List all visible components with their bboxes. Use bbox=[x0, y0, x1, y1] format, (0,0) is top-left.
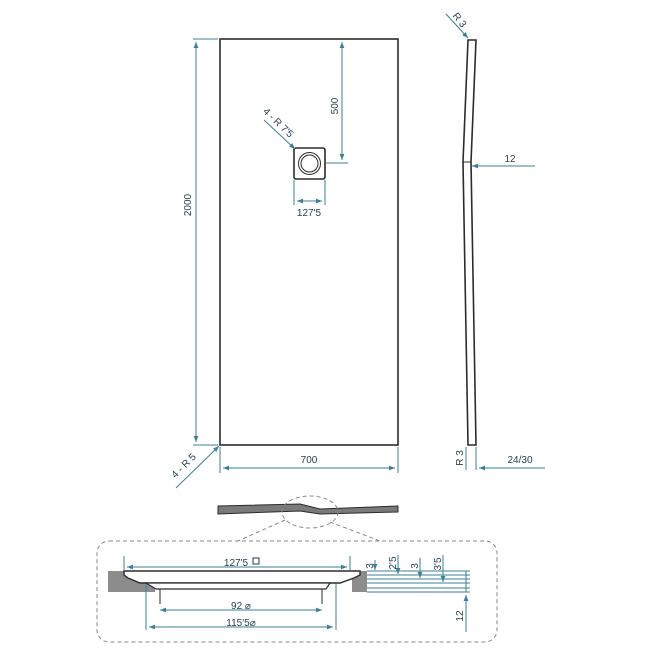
dim-inner-diameter: 92 ⌀ bbox=[160, 601, 322, 613]
dim-bottom-radius: R 3 bbox=[455, 447, 467, 470]
step4-label: 3'5 bbox=[433, 557, 444, 570]
detail-callout-circle bbox=[281, 495, 339, 529]
inner-diameter-label: 92 ⌀ bbox=[231, 601, 251, 612]
detail-view: 127'5 3 2'5 3 3'5 bbox=[96, 540, 498, 643]
drain-grate-circle bbox=[300, 154, 319, 173]
side-profile bbox=[462, 39, 477, 446]
dim-step-1: 3 bbox=[365, 560, 378, 570]
dim-step-2: 2'5 bbox=[388, 555, 401, 574]
drain-offset-label: 500 bbox=[330, 97, 341, 114]
detail-reference-lines bbox=[367, 570, 470, 593]
drain bbox=[293, 147, 326, 180]
bottom-radius-label: R 3 bbox=[455, 450, 466, 466]
top-radius-label: R 3 bbox=[450, 11, 469, 30]
tray-outline bbox=[219, 38, 399, 446]
dim-width: 700 bbox=[219, 447, 399, 473]
height-label: 2000 bbox=[183, 193, 194, 216]
thickness-label: 24/30 bbox=[507, 455, 532, 466]
slope-label: 12 bbox=[504, 154, 516, 165]
step1-label: 3 bbox=[365, 563, 376, 569]
depth-label: 12 bbox=[455, 610, 466, 622]
dim-outer-diameter: 115'5⌀ bbox=[145, 584, 337, 630]
corner-radius-label: 4 - R 5 bbox=[170, 451, 199, 480]
cross-section bbox=[217, 495, 399, 542]
dim-drain-size: 127'5 bbox=[293, 180, 326, 219]
dim-slope: 12 bbox=[472, 154, 535, 169]
width-label: 700 bbox=[301, 455, 318, 466]
dim-top-radius: R 3 bbox=[445, 11, 469, 39]
step3-label: 3 bbox=[410, 563, 421, 569]
dim-depth: 12 bbox=[455, 571, 469, 632]
dim-corner-radius: 4 - R 5 bbox=[170, 445, 220, 489]
outer-diameter-label: 115'5⌀ bbox=[226, 618, 255, 629]
dim-thickness: 24/30 bbox=[475, 447, 545, 471]
dim-step-4: 3'5 bbox=[433, 555, 446, 582]
side-view: R 3 12 R 3 24/30 bbox=[445, 11, 545, 471]
step2-label: 2'5 bbox=[388, 556, 399, 569]
dim-detail-drain-top: 127'5 bbox=[123, 556, 351, 570]
drain-size-label: 127'5 bbox=[297, 208, 322, 219]
drain-inner-circle bbox=[298, 152, 321, 175]
dim-step-3: 3 bbox=[410, 558, 423, 578]
plan-view: 2000 500 127'5 4 - R 7'5 700 bbox=[170, 38, 399, 489]
square-symbol-icon bbox=[252, 557, 260, 565]
section-profile bbox=[217, 503, 399, 515]
dim-height: 2000 bbox=[183, 38, 218, 446]
dim-drain-offset: 500 bbox=[326, 42, 348, 164]
detail-drain-top-label: 127'5 bbox=[224, 558, 249, 569]
